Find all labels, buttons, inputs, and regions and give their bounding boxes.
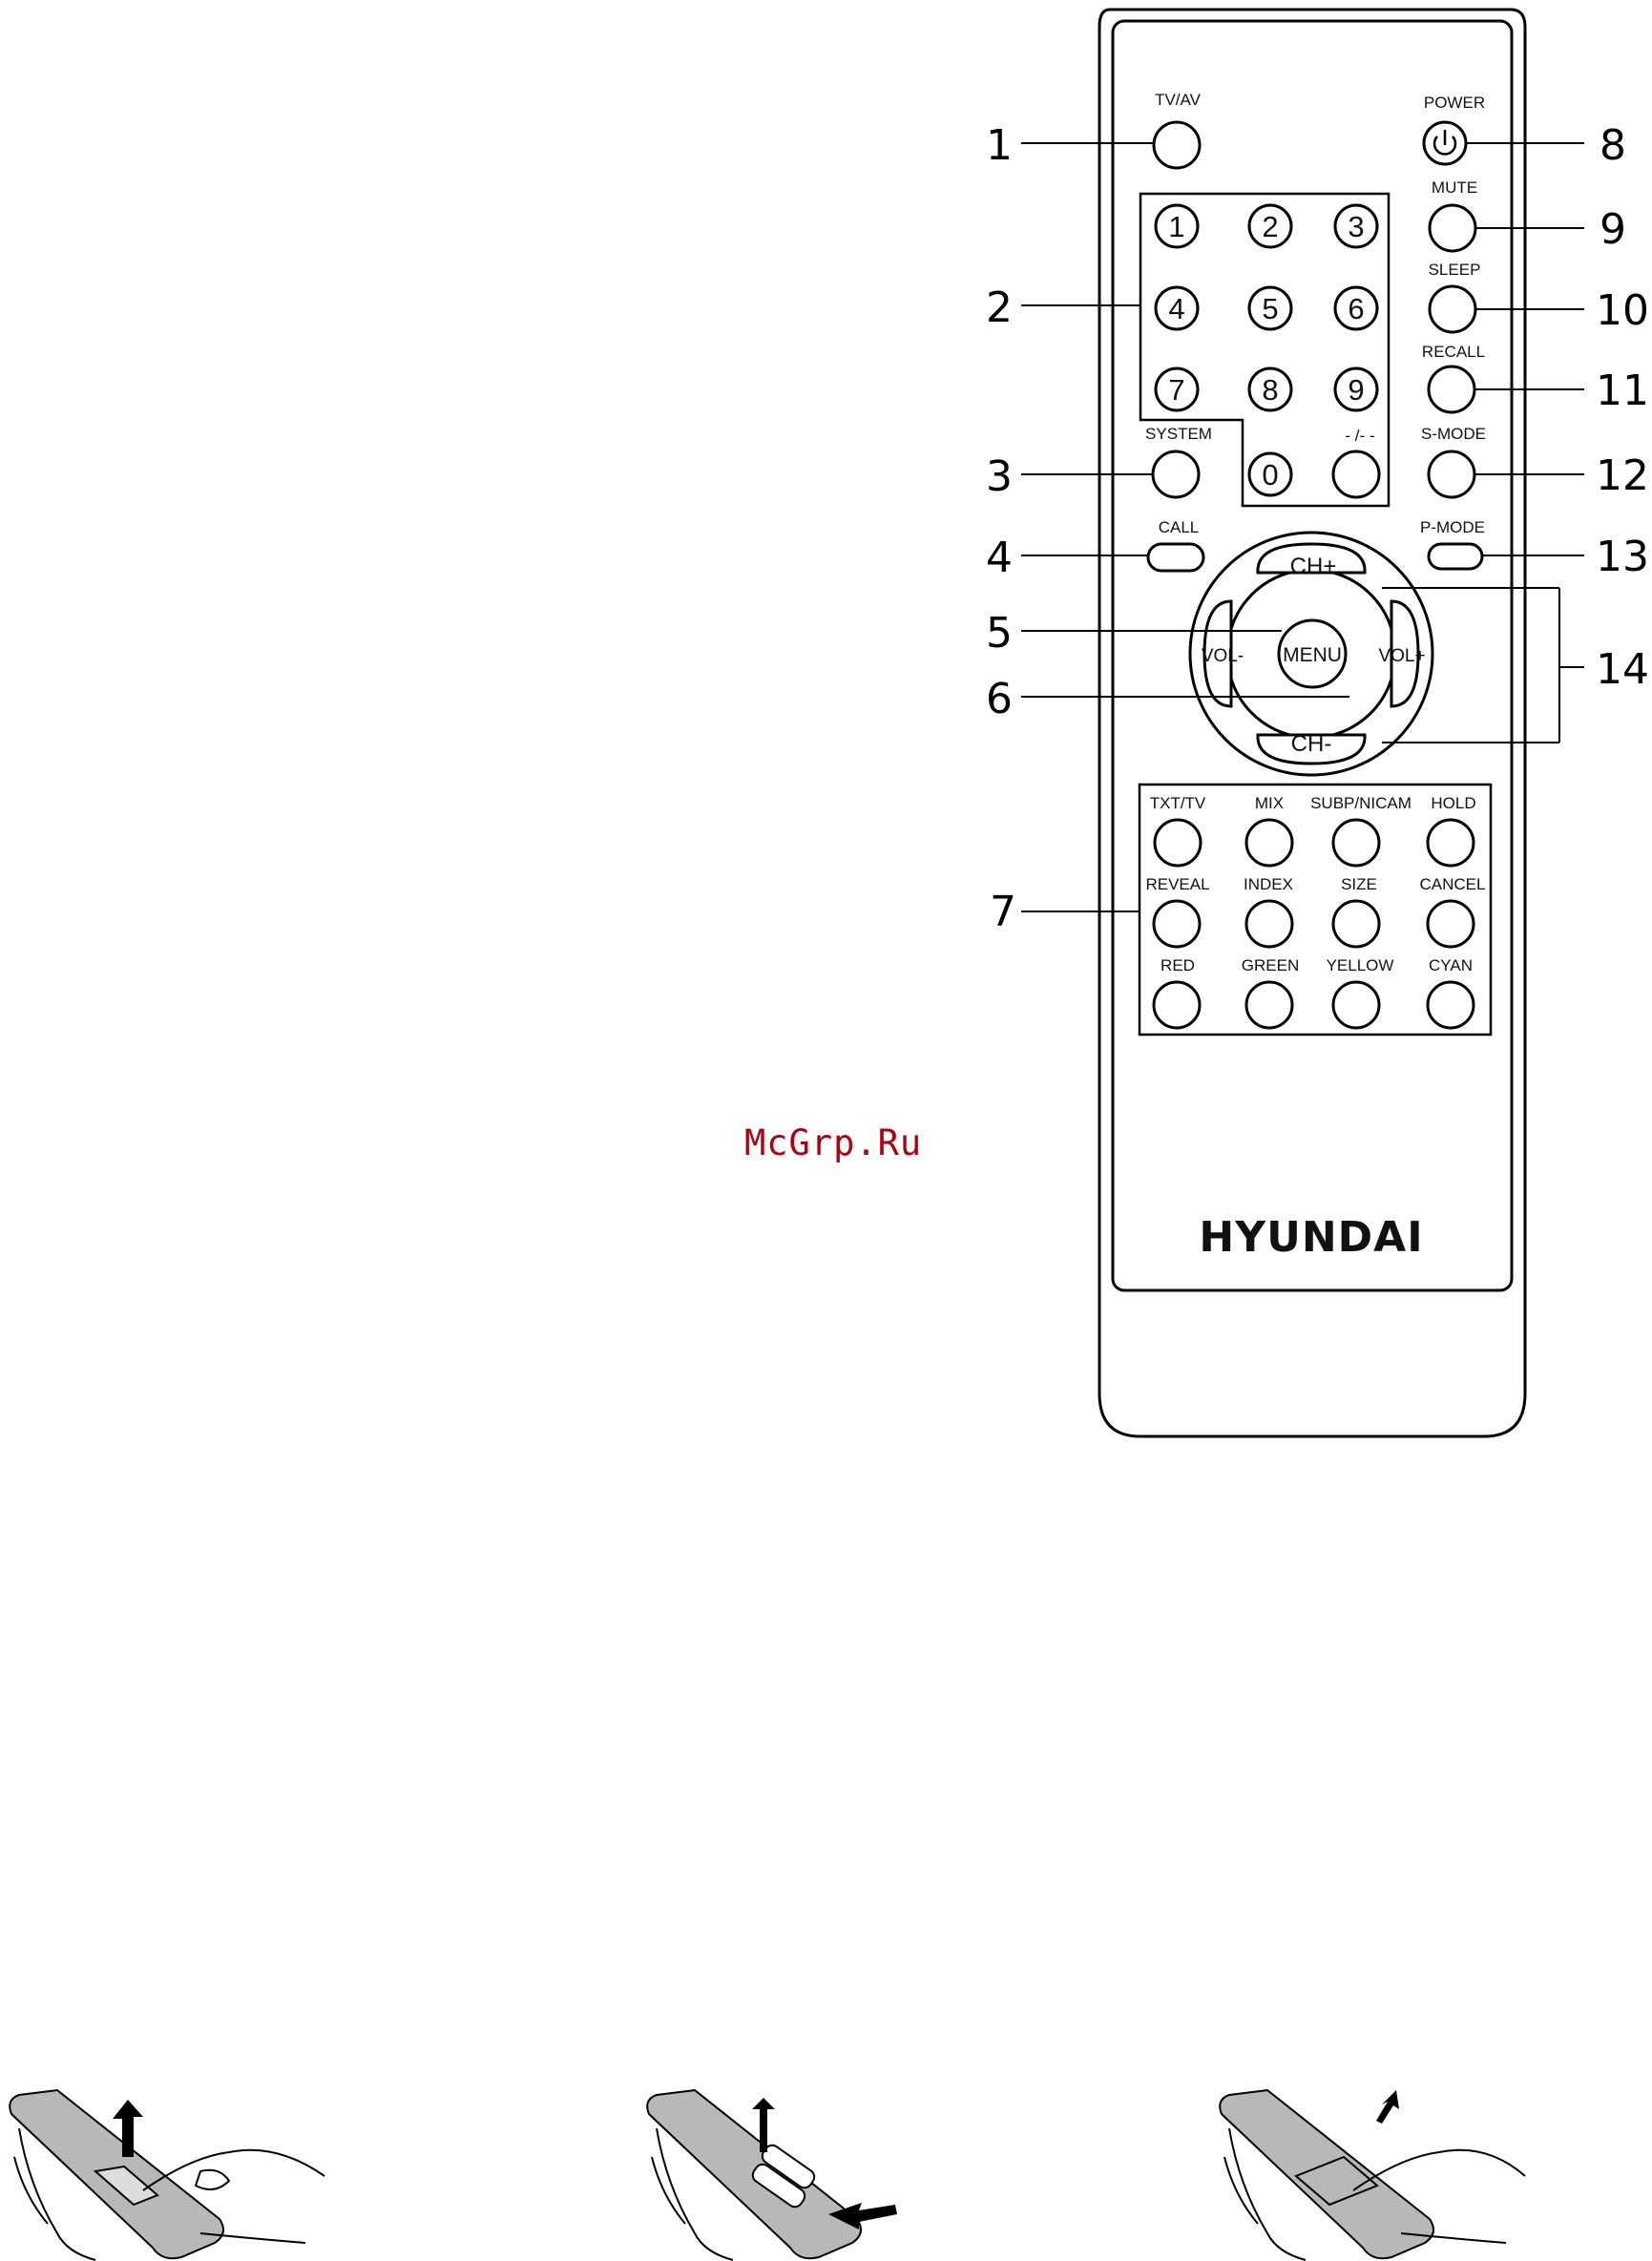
teletext-row-3: RED GREEN YELLOW CYAN xyxy=(1154,956,1474,1028)
callout-5: 5 xyxy=(986,609,1013,658)
digit-7-button[interactable]: 7 xyxy=(1156,368,1198,410)
vol-minus-label: VOL- xyxy=(1202,646,1244,666)
recall-label: RECALL xyxy=(1422,343,1485,361)
callout-9: 9 xyxy=(1600,205,1626,254)
teletext-row-1: TXT/TV MIX SUBP/NICAM HOLD xyxy=(1150,794,1476,866)
txt-tv-label: TXT/TV xyxy=(1150,794,1206,812)
digit-1-label: 1 xyxy=(1168,210,1184,243)
p-mode-label: P-MODE xyxy=(1420,518,1485,536)
digit-8-label: 8 xyxy=(1262,373,1278,407)
ch-minus-label: CH- xyxy=(1291,731,1332,757)
callout-7: 7 xyxy=(990,888,1016,936)
digit-1-button[interactable]: 1 xyxy=(1156,205,1198,247)
ch-plus-label: CH+ xyxy=(1290,554,1337,579)
subp-nicam-label: SUBP/NICAM xyxy=(1310,794,1412,812)
reveal-label: REVEAL xyxy=(1145,875,1209,893)
s-mode-button[interactable] xyxy=(1429,451,1474,497)
sleep-button[interactable] xyxy=(1430,286,1475,332)
battery-step-3-illustration xyxy=(1220,2090,1525,2260)
size-label: SIZE xyxy=(1341,875,1377,893)
cancel-button[interactable] xyxy=(1428,901,1474,947)
watermark: McGrp.Ru xyxy=(744,1122,922,1163)
index-label: INDEX xyxy=(1244,875,1293,893)
dash-button[interactable] xyxy=(1333,451,1379,497)
yellow-label: YELLOW xyxy=(1327,956,1394,974)
callout-1: 1 xyxy=(986,121,1013,170)
callout-3: 3 xyxy=(986,452,1013,501)
green-label: GREEN xyxy=(1242,956,1299,974)
call-label: CALL xyxy=(1159,518,1200,536)
callout-10: 10 xyxy=(1596,286,1649,335)
digit-6-button[interactable]: 6 xyxy=(1335,287,1377,329)
teletext-row-2: REVEAL INDEX SIZE CANCEL xyxy=(1145,875,1485,947)
digit-0-label: 0 xyxy=(1262,458,1278,492)
sleep-label: SLEEP xyxy=(1429,261,1481,279)
callout-numbers: 1 2 3 4 5 6 7 8 9 10 11 12 13 14 xyxy=(986,121,1649,936)
callout-6: 6 xyxy=(986,675,1013,723)
digit-8-button[interactable]: 8 xyxy=(1249,368,1291,410)
txt-tv-button[interactable] xyxy=(1155,820,1201,866)
digit-5-label: 5 xyxy=(1262,292,1278,325)
tv-av-label: TV/AV xyxy=(1155,91,1202,109)
size-button[interactable] xyxy=(1333,901,1379,947)
index-button[interactable] xyxy=(1246,901,1292,947)
subp-nicam-button[interactable] xyxy=(1333,820,1379,866)
p-mode-button[interactable] xyxy=(1429,544,1482,569)
digit-9-label: 9 xyxy=(1348,373,1364,407)
callout-13: 13 xyxy=(1596,533,1649,581)
callout-2: 2 xyxy=(986,283,1013,332)
vol-plus-label: VOL+ xyxy=(1378,646,1425,666)
green-button[interactable] xyxy=(1246,982,1292,1028)
digit-3-button[interactable]: 3 xyxy=(1335,205,1377,247)
digit-0-button[interactable]: 0 xyxy=(1249,453,1291,495)
battery-step-1-illustration xyxy=(10,2090,324,2260)
callout-4: 4 xyxy=(986,534,1013,582)
tv-av-button[interactable] xyxy=(1154,122,1200,168)
callout-8: 8 xyxy=(1600,121,1626,170)
yellow-button[interactable] xyxy=(1333,982,1379,1028)
digit-2-label: 2 xyxy=(1262,210,1278,243)
power-label: POWER xyxy=(1424,94,1485,112)
digit-2-button[interactable]: 2 xyxy=(1249,205,1291,247)
mute-label: MUTE xyxy=(1432,178,1477,197)
red-label: RED xyxy=(1161,956,1195,974)
system-button[interactable] xyxy=(1153,451,1199,497)
system-label: SYSTEM xyxy=(1145,425,1212,443)
digit-6-label: 6 xyxy=(1348,292,1364,325)
reveal-button[interactable] xyxy=(1154,901,1200,947)
menu-label: MENU xyxy=(1283,644,1342,666)
callout-14: 14 xyxy=(1596,645,1649,694)
hold-label: HOLD xyxy=(1431,794,1475,812)
s-mode-label: S-MODE xyxy=(1421,425,1486,443)
dash-label: - /- - xyxy=(1345,427,1374,445)
callout-11: 11 xyxy=(1596,366,1649,415)
digit-5-button[interactable]: 5 xyxy=(1249,287,1291,329)
recall-button[interactable] xyxy=(1429,366,1474,412)
digit-7-label: 7 xyxy=(1168,373,1184,407)
red-button[interactable] xyxy=(1154,982,1200,1028)
mix-label: MIX xyxy=(1255,794,1284,812)
cyan-label: CYAN xyxy=(1429,956,1473,974)
call-button[interactable] xyxy=(1148,544,1203,571)
hold-button[interactable] xyxy=(1428,820,1474,866)
cyan-button[interactable] xyxy=(1428,982,1474,1028)
callout-lines xyxy=(1021,143,1584,911)
cancel-label: CANCEL xyxy=(1420,875,1486,893)
mix-button[interactable] xyxy=(1246,820,1292,866)
callout-12: 12 xyxy=(1596,451,1649,500)
digit-9-button[interactable]: 9 xyxy=(1335,368,1377,410)
battery-step-2-illustration xyxy=(647,2090,897,2260)
digit-4-label: 4 xyxy=(1168,292,1184,325)
brand-logo: HYUNDAI xyxy=(1199,1213,1423,1262)
mute-button[interactable] xyxy=(1430,205,1475,251)
digit-3-label: 3 xyxy=(1348,210,1364,243)
digit-4-button[interactable]: 4 xyxy=(1156,287,1198,329)
